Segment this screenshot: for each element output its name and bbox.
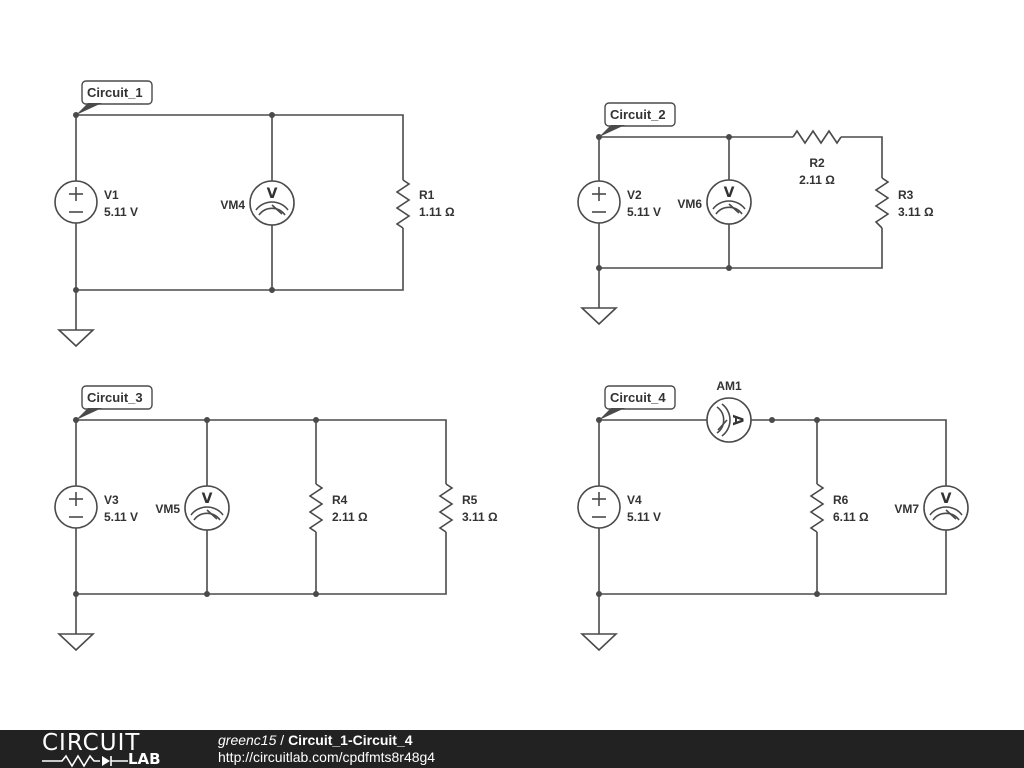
component-id: VM4 — [220, 198, 245, 212]
component-id: VM5 — [155, 502, 180, 516]
junction-dot — [596, 591, 602, 597]
junction-dot — [769, 417, 775, 423]
component-id: R6 — [833, 493, 849, 507]
component-id: R5 — [462, 493, 478, 507]
junction-dot — [269, 112, 275, 118]
component-value: 5.11 V — [104, 205, 138, 219]
wire — [598, 223, 883, 269]
component-value: 5.11 V — [627, 510, 661, 524]
wire — [75, 419, 447, 486]
component-value: 3.11 Ω — [462, 510, 498, 524]
component-value: 6.11 Ω — [833, 510, 869, 524]
voltmeter-vm6[interactable]: V VM6 — [677, 179, 752, 225]
ground-icon[interactable] — [56, 329, 96, 348]
junction-dot — [726, 265, 732, 271]
footer-bar: CIRCUIT LAB greenc15 / Circuit_1-Circuit… — [0, 730, 1024, 768]
schematic-canvas: Circuit_1 Circuit_2 Circuit_3 Circuit_4 … — [54, 80, 969, 652]
component-value: 5.11 V — [627, 205, 661, 219]
ground-icon[interactable] — [56, 633, 96, 652]
component-value: 5.11 V — [104, 510, 138, 524]
meter-glyph: V — [724, 185, 735, 201]
wire — [598, 528, 947, 595]
wire — [751, 419, 947, 486]
voltmeter-vm4[interactable]: V VM4 — [220, 180, 295, 226]
junction-dot — [596, 265, 602, 271]
component-id: V3 — [104, 493, 119, 507]
junction-dot — [204, 417, 210, 423]
voltage-source-v2[interactable]: V2 5.11 V — [577, 180, 661, 224]
ground-icon[interactable] — [579, 633, 619, 652]
component-value: 3.11 Ω — [898, 205, 934, 219]
component-id: R3 — [898, 188, 914, 202]
wire — [75, 528, 447, 595]
net-flag-circuit-1[interactable]: Circuit_1 — [76, 80, 153, 115]
junction-dot — [313, 417, 319, 423]
junction-dot — [73, 287, 79, 293]
net-flag-circuit-4[interactable]: Circuit_4 — [599, 385, 676, 420]
wires — [75, 114, 947, 634]
component-id: VM7 — [894, 502, 919, 516]
component-id: VM6 — [677, 197, 702, 211]
logo-resistor-icon — [42, 754, 128, 768]
meter-glyph: V — [202, 491, 213, 507]
component-value: 2.11 Ω — [332, 510, 368, 524]
meter-glyph: V — [267, 186, 278, 202]
circuitlab-logo[interactable]: CIRCUIT LAB — [42, 730, 177, 768]
voltage-source-v4[interactable]: V4 5.11 V — [577, 485, 661, 529]
logo-wordmark-bottom: LAB — [128, 750, 161, 768]
junction-dot — [313, 591, 319, 597]
junctions — [73, 112, 820, 597]
component-id: V4 — [627, 493, 642, 507]
title-separator: / — [276, 732, 289, 748]
resistor-r5[interactable]: R5 3.11 Ω — [438, 483, 498, 533]
net-flag-label: Circuit_2 — [610, 107, 666, 122]
component-id: R2 — [809, 156, 825, 170]
net-flag-label: Circuit_4 — [610, 390, 666, 405]
meter-glyph: A — [729, 415, 745, 426]
component-id: AM1 — [716, 379, 742, 393]
wire — [841, 136, 883, 178]
ground-icon[interactable] — [579, 307, 619, 326]
component-value: 1.11 Ω — [419, 205, 455, 219]
junction-dot — [726, 134, 732, 140]
resistor-r2[interactable]: R2 2.11 Ω — [792, 129, 842, 187]
wire — [598, 419, 708, 486]
voltmeter-vm7[interactable]: V VM7 — [894, 485, 969, 531]
ammeter-am1[interactable]: A AM1 — [706, 379, 752, 443]
author-link[interactable]: greenc15 — [218, 732, 277, 748]
footer-title-line: greenc15 / Circuit_1-Circuit_4 — [218, 732, 413, 749]
wire — [75, 223, 404, 291]
circuit-url[interactable]: http://circuitlab.com/cpdfmts8r48g4 — [218, 749, 436, 765]
wire — [598, 136, 793, 181]
grounds — [56, 307, 619, 652]
component-value: 2.11 Ω — [799, 173, 835, 187]
net-flag-label: Circuit_3 — [87, 390, 143, 405]
meter-glyph: V — [941, 491, 952, 507]
junction-dot — [204, 591, 210, 597]
component-id: V2 — [627, 188, 642, 202]
component-id: R4 — [332, 493, 348, 507]
voltage-source-v3[interactable]: V3 5.11 V — [54, 485, 138, 529]
net-flag-circuit-2[interactable]: Circuit_2 — [599, 102, 676, 137]
component-id: V1 — [104, 188, 119, 202]
junction-dot — [269, 287, 275, 293]
voltage-source-v1[interactable]: V1 5.11 V — [54, 180, 138, 224]
resistor-r4[interactable]: R4 2.11 Ω — [308, 483, 368, 533]
circuit-title[interactable]: Circuit_1-Circuit_4 — [288, 732, 413, 748]
junction-dot — [814, 417, 820, 423]
net-flag-label: Circuit_1 — [87, 85, 143, 100]
wire — [75, 114, 404, 182]
resistor-r6[interactable]: R6 6.11 Ω — [809, 483, 869, 533]
net-flag-circuit-3[interactable]: Circuit_3 — [76, 385, 153, 420]
component-id: R1 — [419, 188, 435, 202]
junction-dot — [814, 591, 820, 597]
voltmeter-vm5[interactable]: V VM5 — [155, 485, 230, 531]
junction-dot — [73, 591, 79, 597]
resistor-r3[interactable]: R3 3.11 Ω — [874, 177, 934, 229]
resistor-r1[interactable]: R1 1.11 Ω — [395, 179, 455, 229]
logo-wordmark-top: CIRCUIT — [42, 730, 141, 756]
